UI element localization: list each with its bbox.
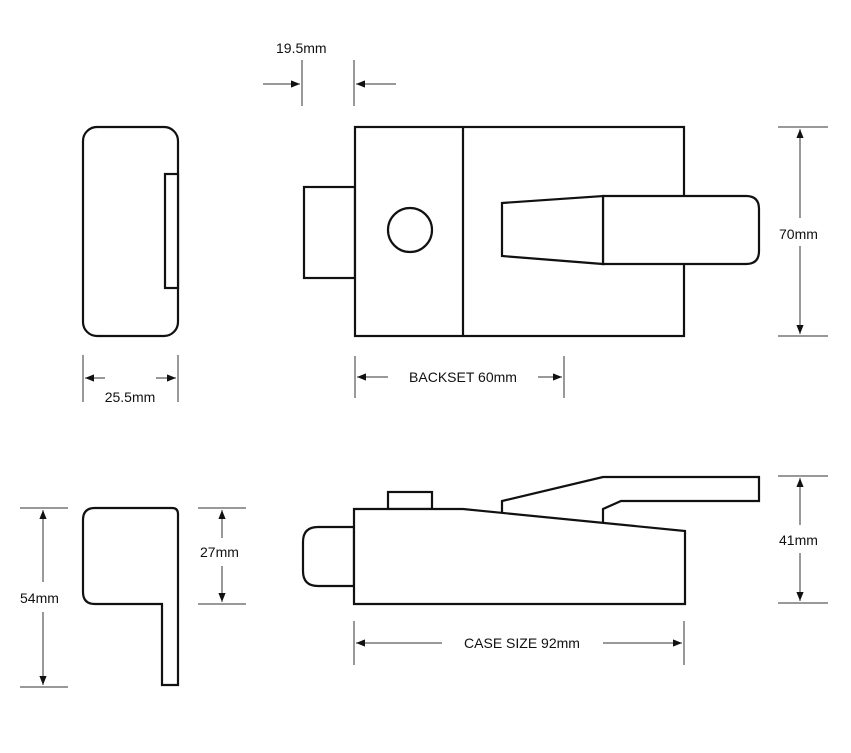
dimension-side-height: 41mm [778, 475, 828, 604]
forend-label: 27mm [200, 544, 239, 560]
side-height-label: 41mm [779, 532, 818, 548]
depth-label: 25.5mm [105, 389, 156, 405]
height-label: 70mm [779, 226, 818, 242]
side-elevation-view [301, 475, 761, 606]
dimension-case-size: CASE SIZE 92mm [353, 621, 685, 665]
case-size-label: CASE SIZE 92mm [464, 635, 580, 651]
dimension-overall-depth: 54mm [20, 507, 68, 688]
keyhole-cylinder [386, 206, 434, 254]
dimension-height: 70mm [778, 126, 828, 337]
side-view-top-left [81, 125, 180, 338]
bolt-projection-label: 19.5mm [276, 40, 327, 56]
front-view [302, 125, 761, 338]
dimension-bolt-projection: 19.5mm [263, 40, 396, 106]
backset-label: BACKSET 60mm [409, 369, 517, 385]
dimension-forend: 27mm [198, 507, 246, 605]
end-profile-view [81, 506, 180, 687]
dimension-depth: 25.5mm [82, 355, 179, 405]
overall-depth-label: 54mm [20, 590, 59, 606]
dimension-backset: BACKSET 60mm [354, 356, 565, 398]
